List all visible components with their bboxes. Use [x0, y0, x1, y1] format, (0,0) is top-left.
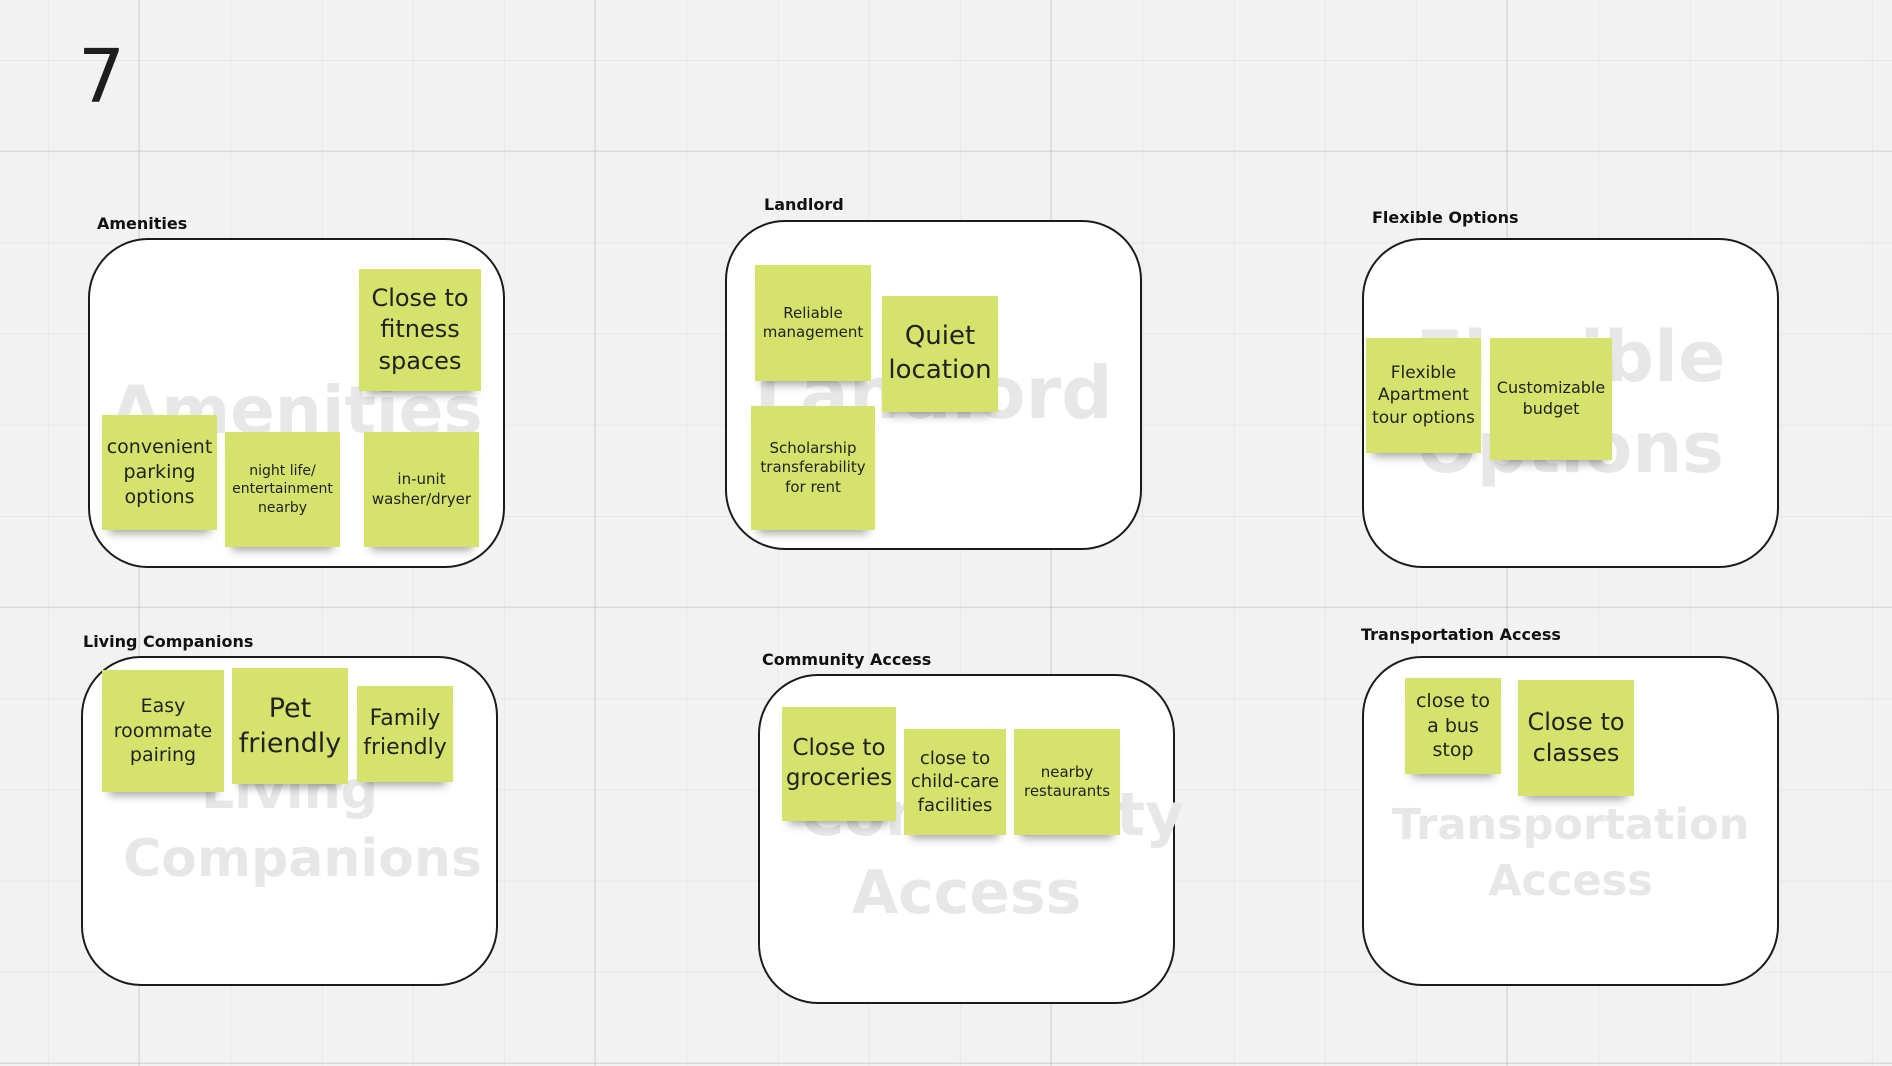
sticky-note-washer[interactable]: in-unit washer/dryer — [364, 432, 479, 547]
sticky-note-bus[interactable]: close to a bus stop — [1405, 678, 1501, 774]
sticky-note-pet[interactable]: Pet friendly — [232, 668, 348, 784]
sticky-note-scholarship[interactable]: Scholarship transferability for rent — [751, 406, 875, 530]
sticky-note-fitness[interactable]: Close to fitness spaces — [359, 269, 481, 391]
cluster-label-landlord: Landlord — [764, 195, 844, 214]
cluster-label-living-companions: Living Companions — [83, 632, 254, 651]
cluster-label-transportation-access: Transportation Access — [1361, 625, 1561, 644]
sticky-note-budget[interactable]: Customizable budget — [1490, 338, 1612, 460]
sticky-note-tour[interactable]: Flexible Apartment tour options — [1366, 338, 1481, 453]
cluster-label-flexible-options: Flexible Options — [1372, 208, 1519, 227]
sticky-note-childcare[interactable]: close to child-care facilities — [904, 729, 1006, 835]
sticky-note-parking[interactable]: convenient parking options — [102, 415, 217, 530]
frame-number: 7 — [78, 34, 126, 120]
sticky-note-restaurants[interactable]: nearby restaurants — [1014, 729, 1120, 835]
sticky-note-family[interactable]: Family friendly — [357, 686, 453, 782]
cluster-label-amenities: Amenities — [97, 214, 188, 233]
sticky-note-classes[interactable]: Close to classes — [1518, 680, 1634, 796]
sticky-note-quiet[interactable]: Quiet location — [882, 296, 998, 412]
sticky-note-nightlife[interactable]: night life/ entertainment nearby — [225, 432, 340, 547]
watermark-transportation-access: Transportation Access — [1391, 800, 1750, 906]
sticky-note-groceries[interactable]: Close to groceries — [782, 707, 896, 821]
cluster-label-community-access: Community Access — [762, 650, 932, 669]
sticky-note-management[interactable]: Reliable management — [755, 265, 871, 381]
sticky-note-roommate[interactable]: Easy roommate pairing — [102, 670, 224, 792]
